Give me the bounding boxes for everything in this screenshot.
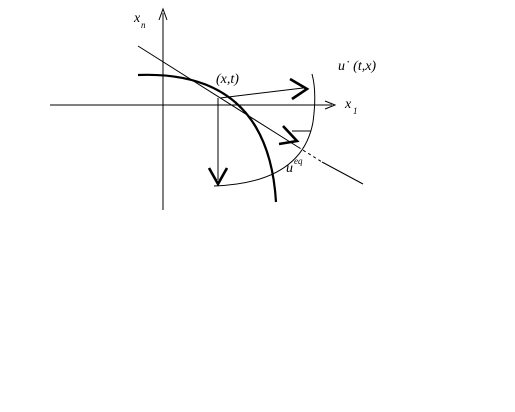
control-set-arc bbox=[213, 73, 316, 187]
xn-axis-label: x bbox=[133, 11, 141, 26]
x1-axis-arrowhead bbox=[324, 100, 337, 110]
x1-axis-label: x bbox=[344, 97, 352, 112]
tangent-line-dashed bbox=[297, 146, 323, 163]
axes bbox=[50, 7, 337, 210]
xn-axis-arrowhead bbox=[158, 7, 168, 21]
equivalent-control-label-superscript: eq bbox=[294, 156, 303, 166]
switching-surface-curve bbox=[137, 73, 278, 203]
control-vector-line bbox=[219, 87, 304, 99]
tangent-line-extension bbox=[321, 161, 364, 185]
equivalent-control-label: u bbox=[286, 161, 293, 176]
xn-axis-label-subscript: n bbox=[141, 20, 146, 30]
control-vector-arrowhead bbox=[289, 77, 310, 101]
equivalent-vector-arrowhead bbox=[278, 125, 300, 146]
control-label: u˙ (t,x) bbox=[338, 59, 376, 74]
downward-vector-arrowhead bbox=[207, 167, 229, 187]
point-label: (x,t) bbox=[216, 72, 239, 87]
x1-axis-label-subscript: 1 bbox=[353, 106, 358, 116]
tangent-line bbox=[137, 45, 299, 148]
